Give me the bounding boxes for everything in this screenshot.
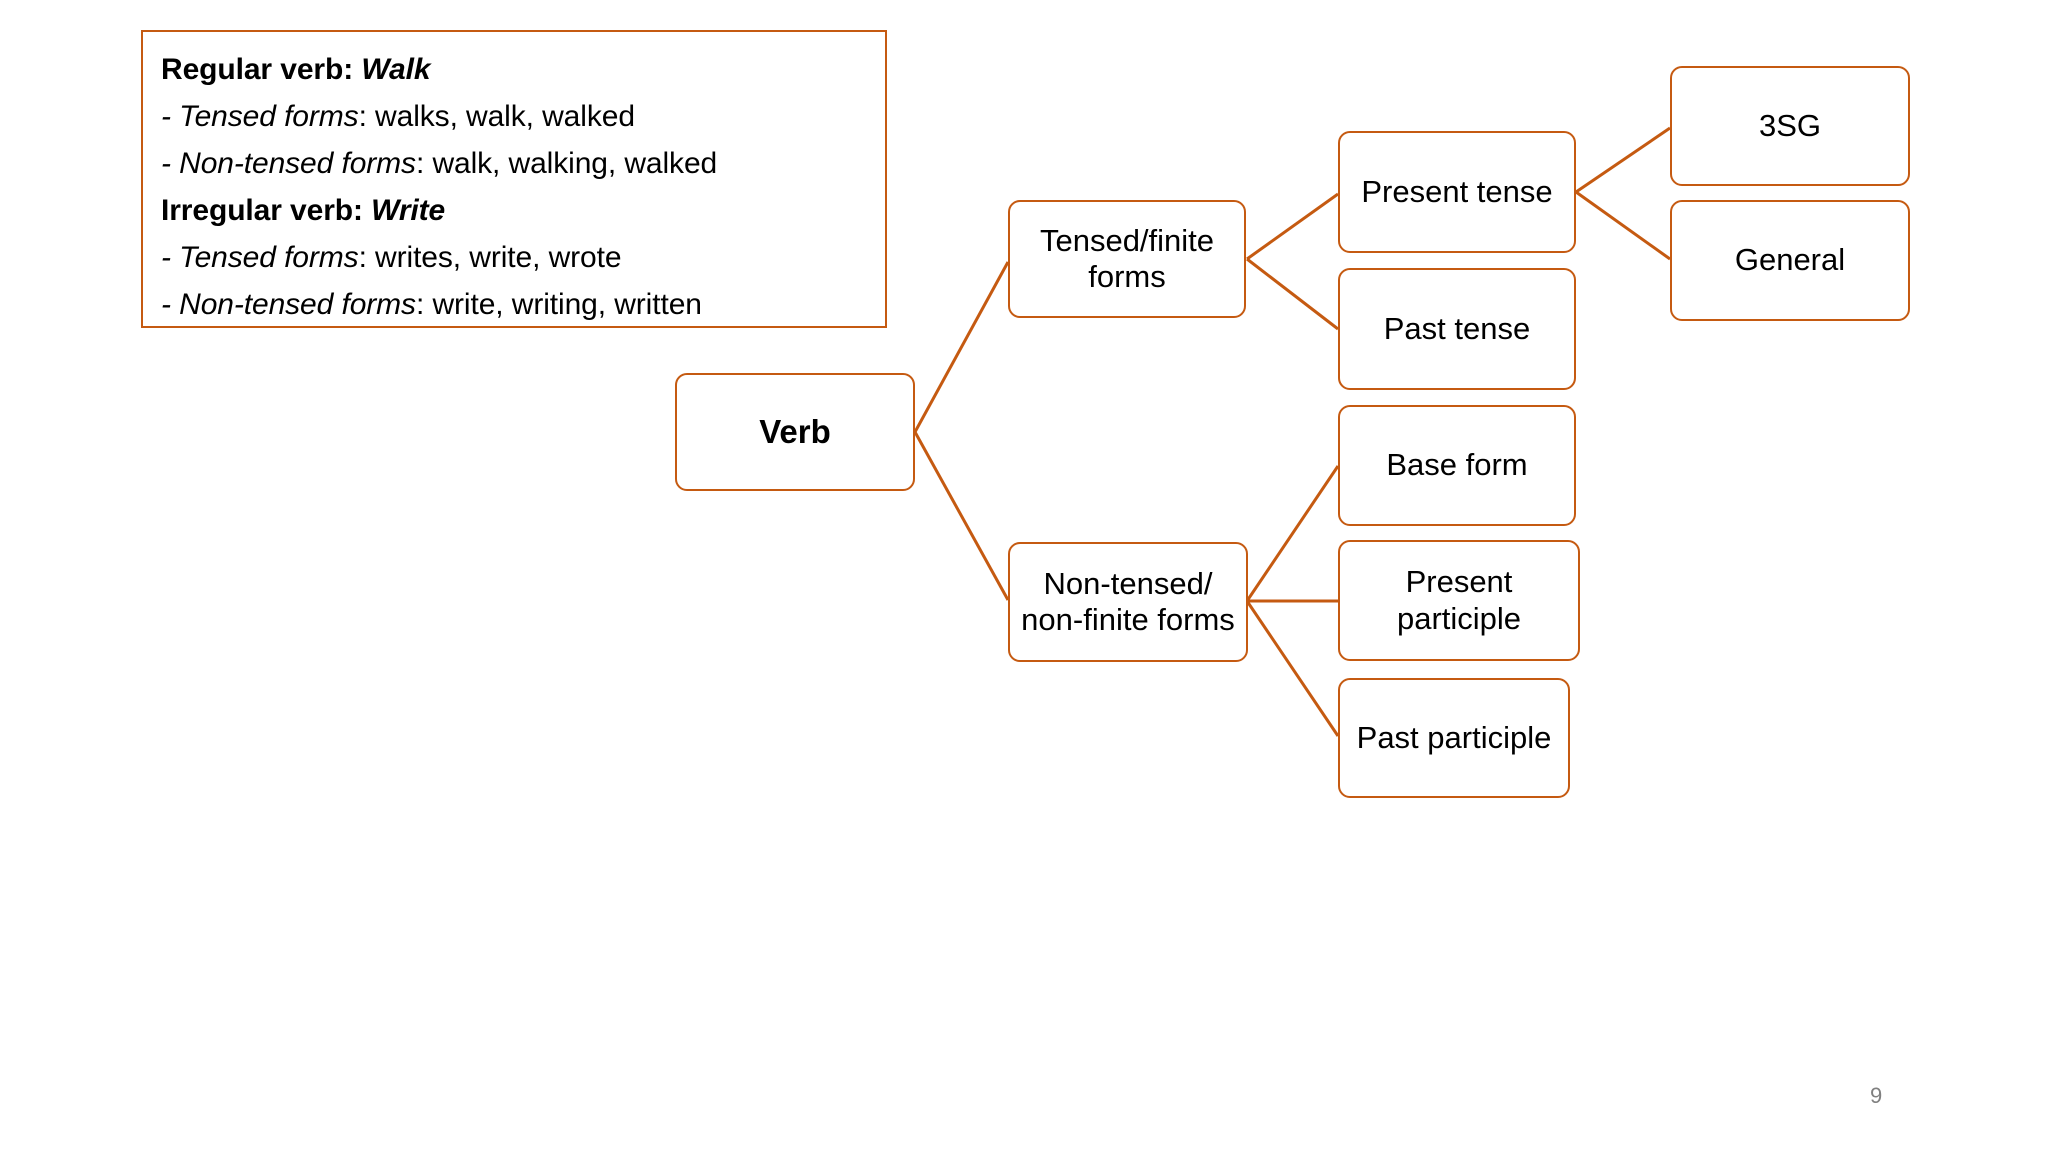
node-present-tense[interactable]: Present tense — [1338, 131, 1576, 253]
node-present-participle-label: Present participle — [1396, 564, 1522, 636]
edge-nontensed-to-past-participle — [1245, 600, 1340, 737]
node-general[interactable]: General — [1670, 200, 1910, 321]
legend-label: - Tensed forms — [161, 241, 359, 274]
legend-line: - Non-tensed forms: walk, walking, walke… — [161, 140, 885, 187]
node-3sg[interactable]: 3SG — [1670, 66, 1910, 186]
edge-tensed-to-present-tense — [1246, 192, 1339, 261]
legend-label: - Non-tensed forms — [161, 147, 416, 180]
node-verb-label: Verb — [759, 412, 831, 450]
legend-line: - Non-tensed forms: write, writing, writ… — [161, 281, 885, 328]
node-present-tense-label: Present tense — [1361, 173, 1553, 209]
legend-line: - Tensed forms: writes, write, wrote — [161, 234, 885, 281]
edge-tensed-to-past-tense — [1246, 257, 1339, 331]
edge-verb-to-tensed — [913, 261, 1010, 433]
node-base-form-label: Base form — [1386, 447, 1528, 483]
legend-label: - Tensed forms — [161, 100, 359, 133]
node-past-tense-label: Past tense — [1383, 310, 1531, 346]
node-general-label: General — [1734, 242, 1846, 278]
node-3sg-label: 3SG — [1758, 107, 1822, 143]
legend-label: - Non-tensed forms — [161, 288, 416, 321]
legend-head: Regular verb: — [161, 53, 362, 86]
node-base-form[interactable]: Base form — [1338, 405, 1576, 526]
node-tensed-finite-forms[interactable]: Tensed/finite forms — [1008, 200, 1246, 318]
edge-present-tense-to-general — [1575, 190, 1671, 261]
legend-line: Regular verb: Walk — [161, 46, 885, 93]
node-non-tensed-non-finite-forms[interactable]: Non-tensed/ non-finite forms — [1008, 542, 1248, 662]
edge-verb-to-nontensed — [913, 431, 1010, 601]
legend-line: - Tensed forms: walks, walk, walked — [161, 93, 885, 140]
node-past-participle[interactable]: Past participle — [1338, 678, 1570, 798]
node-tensed-finite-forms-label: Tensed/finite forms — [1039, 222, 1215, 294]
node-non-tensed-non-finite-forms-label: Non-tensed/ non-finite forms — [1021, 565, 1235, 637]
examples-text-box: Regular verb: Walk - Tensed forms: walks… — [141, 30, 887, 328]
legend-head: Irregular verb: — [161, 194, 372, 227]
legend-value: : write, writing, written — [415, 288, 702, 321]
node-verb[interactable]: Verb — [675, 373, 915, 491]
legend-value: : walk, walking, walked — [415, 147, 718, 180]
edge-nontensed-to-base-form — [1245, 465, 1340, 602]
node-past-participle-label: Past participle — [1356, 719, 1552, 755]
legend-line: Irregular verb: Write — [161, 187, 885, 234]
edge-present-tense-to-3sg — [1575, 126, 1671, 194]
legend-value: : writes, write, wrote — [358, 241, 622, 274]
node-past-tense[interactable]: Past tense — [1338, 268, 1576, 390]
legend-head-italic: Write — [371, 194, 446, 227]
legend-value: : walks, walk, walked — [358, 100, 635, 133]
page-number: 9 — [1870, 1083, 1883, 1108]
node-present-participle[interactable]: Present participle — [1338, 540, 1580, 661]
legend-head-italic: Walk — [361, 53, 431, 86]
